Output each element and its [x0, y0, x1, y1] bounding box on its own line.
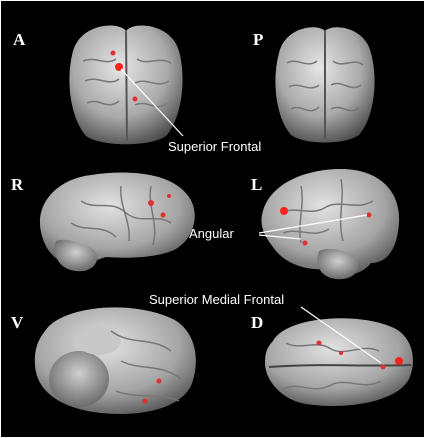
activation-spot	[366, 212, 372, 218]
superior-frontal-pointer	[120, 68, 184, 137]
angular-pointer-right	[258, 234, 302, 240]
label-superior-frontal: Superior Frontal	[168, 139, 262, 154]
view-letter-anterior: A	[13, 30, 26, 49]
angular-pointer-left	[258, 214, 368, 234]
view-letter-ventral: V	[11, 313, 24, 332]
activation-spot	[339, 351, 343, 355]
brain-ventral-view	[34, 307, 196, 414]
view-letter-left: L	[251, 175, 263, 194]
brain-right-view	[39, 172, 195, 272]
view-letter-dorsal: D	[251, 313, 264, 332]
brain-left-view	[258, 169, 400, 280]
brain-anterior-view	[69, 25, 184, 145]
activation-spot	[160, 212, 166, 218]
activation-spot	[395, 357, 403, 365]
label-angular: Angular	[189, 226, 234, 241]
activation-spot	[280, 207, 288, 215]
brain-posterior-view	[275, 27, 375, 143]
activation-spot	[316, 340, 322, 346]
activation-spot	[110, 50, 116, 56]
label-superior-medial-frontal: Superior Medial Frontal	[149, 292, 285, 307]
activation-spot	[156, 378, 162, 384]
activation-spot	[142, 398, 148, 404]
activation-spot	[302, 240, 308, 246]
activation-spot	[132, 96, 138, 102]
view-letter-right: R	[11, 175, 24, 194]
view-letter-posterior: P	[253, 30, 264, 49]
activation-spot	[167, 194, 171, 198]
superior-medial-frontal-pointer	[300, 306, 382, 364]
activation-spot	[148, 200, 154, 206]
activation-spot	[380, 364, 386, 370]
brain-dorsal-view	[265, 306, 413, 406]
